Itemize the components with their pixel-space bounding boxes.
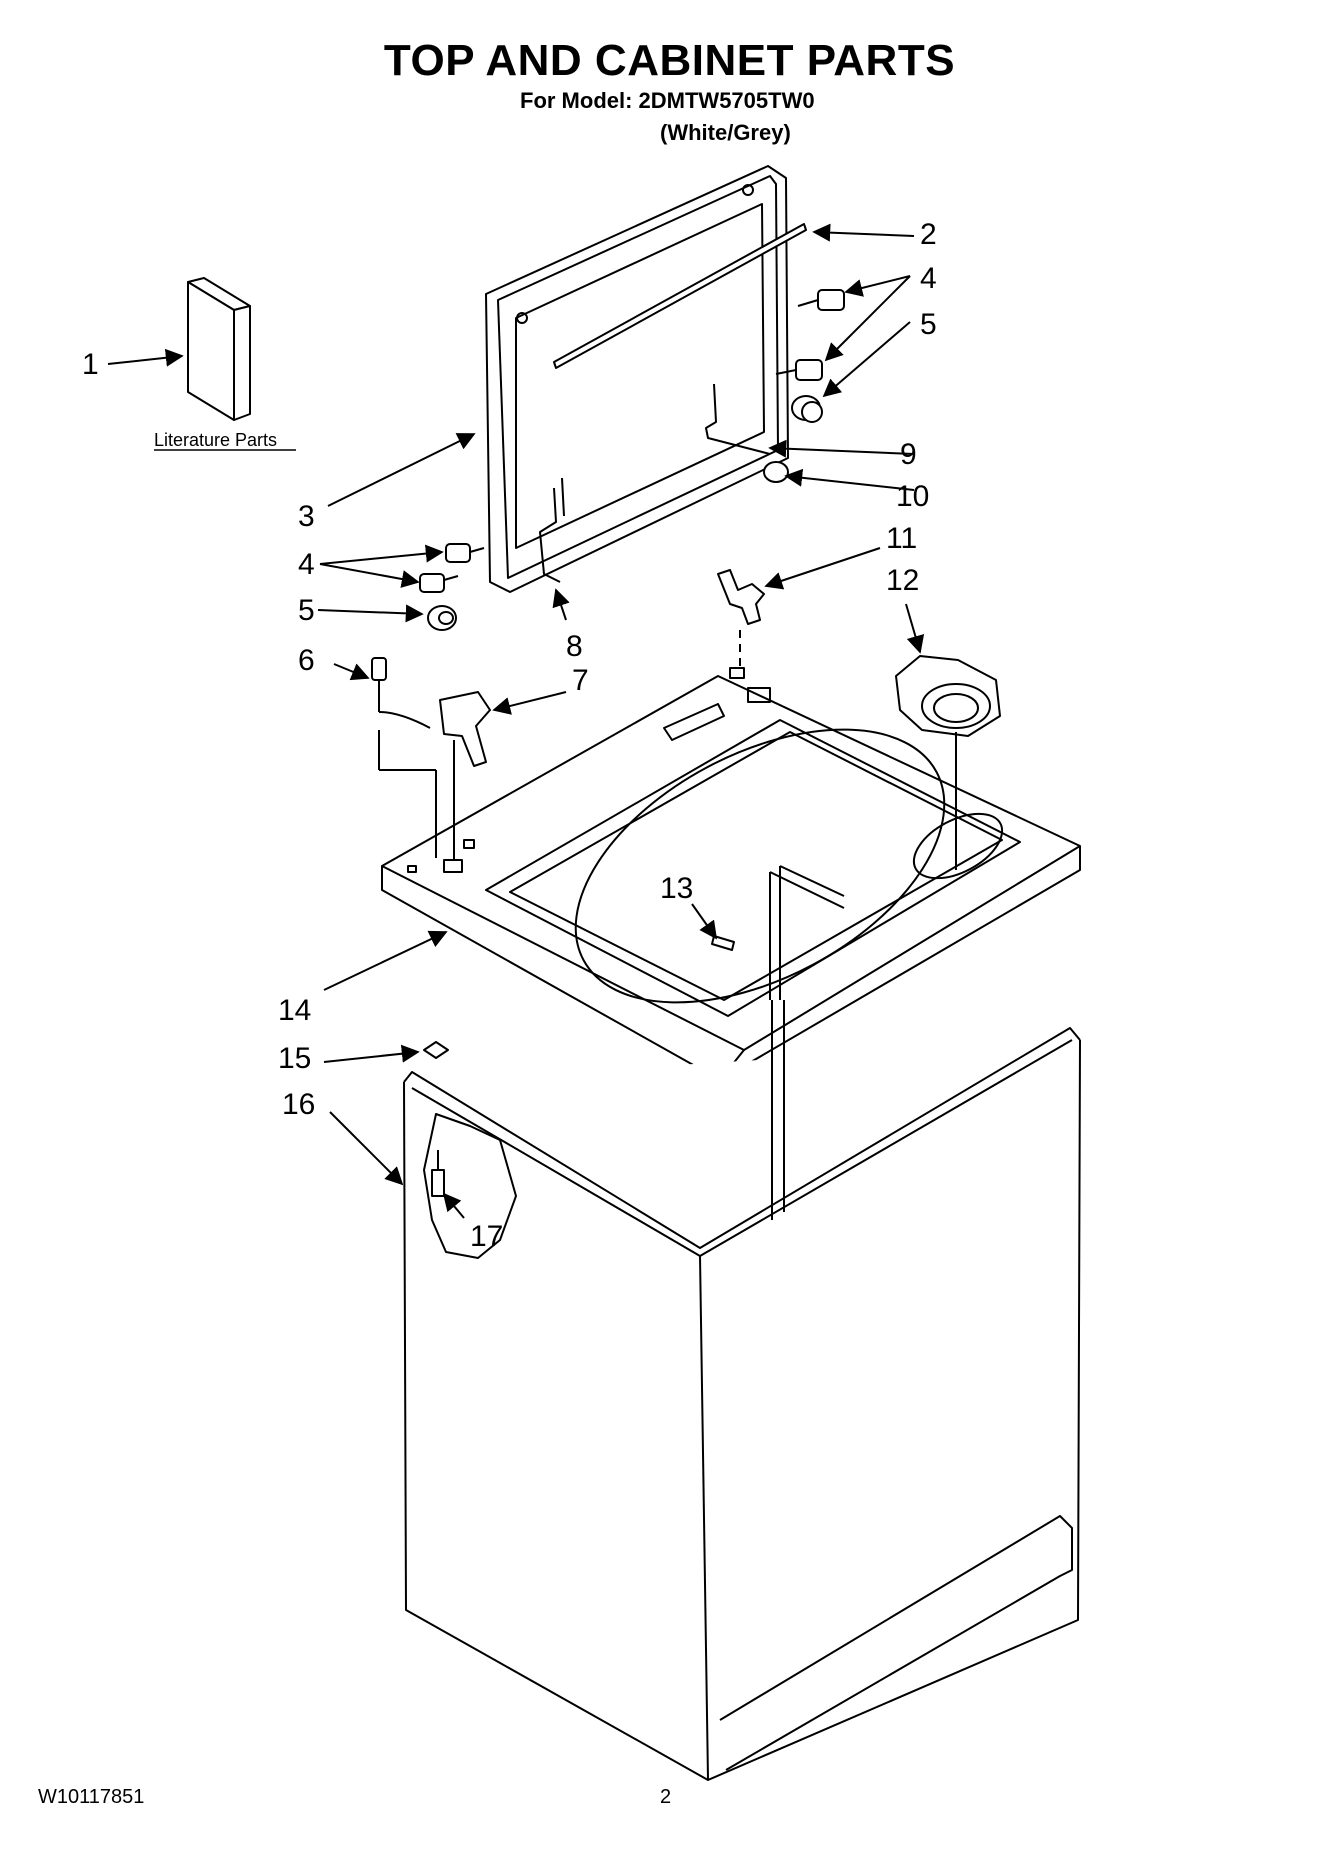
left-hinge-hardware [419, 543, 485, 631]
callout-15: 15 [278, 1042, 311, 1075]
lid-switch-assembly [371, 657, 491, 767]
callout-12: 12 [886, 564, 919, 597]
callout-5b: 5 [298, 594, 315, 627]
callout-6: 6 [298, 644, 315, 677]
lid-strip [553, 223, 807, 369]
callout-11: 11 [886, 522, 917, 555]
callout-3: 3 [298, 500, 315, 533]
callout-4a: 4 [920, 262, 937, 295]
top-screw [711, 935, 735, 951]
hinge-rod-right [705, 383, 771, 455]
callout-16: 16 [282, 1088, 315, 1121]
callout-17: 17 [470, 1220, 503, 1253]
callout-10: 10 [896, 480, 929, 513]
callout-1: 1 [82, 348, 99, 381]
callout-7: 7 [572, 664, 589, 697]
cabinet [403, 1000, 1081, 1781]
cabinet-clip [423, 1041, 449, 1059]
callout-2: 2 [920, 218, 937, 251]
callout-14: 14 [278, 994, 311, 1027]
hinge-rod-left [539, 487, 561, 583]
callout-9: 9 [900, 438, 917, 471]
model-line: For Model: 2DMTW5705TW0 [520, 88, 815, 113]
callout-8: 8 [566, 630, 583, 663]
switch-bracket [717, 569, 765, 625]
dispenser-cup [895, 655, 1001, 737]
callout-4b: 4 [298, 548, 315, 581]
variant-label: (White/Grey) [660, 120, 791, 145]
callout-5a: 5 [920, 308, 937, 341]
document-number: W10117851 [38, 1786, 145, 1808]
lid [485, 165, 807, 593]
page-title: TOP AND CABINET PARTS [383, 36, 956, 85]
page-number: 2 [660, 1786, 672, 1808]
literature-booklet [187, 277, 251, 421]
callout-13: 13 [660, 872, 693, 905]
literature-parts-label: Literature Parts [154, 430, 277, 450]
right-hinge-hardware [763, 289, 845, 483]
